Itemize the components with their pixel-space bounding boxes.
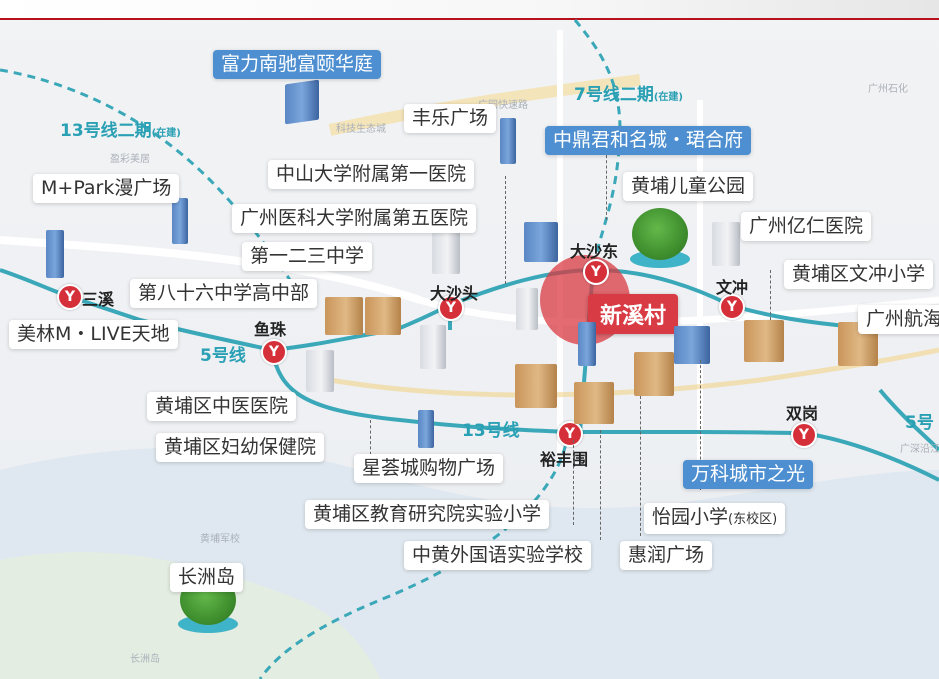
building-vanke-icon bbox=[674, 326, 710, 364]
station-sanxi[interactable]: 三溪 bbox=[82, 290, 115, 309]
leader-fuyou bbox=[370, 420, 371, 460]
building-fengle-icon bbox=[500, 118, 516, 164]
label-jiaoyu[interactable]: 黄埔区教育研究院实验小学 bbox=[305, 500, 550, 529]
label-yiyuan-main: 怡园小学 bbox=[652, 506, 729, 528]
huangpu-park-icon bbox=[632, 208, 688, 260]
line13-phase2-label: 13号线二期(在建) bbox=[60, 121, 181, 141]
label-zhongding[interactable]: 中鼎君和名城・珺合府 bbox=[545, 126, 752, 155]
building-zhongding-icon bbox=[524, 222, 558, 262]
poi-label-jinxing: 盈彩美居 bbox=[110, 154, 150, 165]
label-zhongshan[interactable]: 中山大学附属第一医院 bbox=[268, 160, 475, 189]
station-dashadong[interactable]: 大沙东 bbox=[570, 242, 619, 261]
road-label-guangyuan: 广园快速路 bbox=[478, 100, 528, 111]
metro-icon-dashatou[interactable] bbox=[438, 295, 464, 321]
metro-icon-yufengwei[interactable] bbox=[557, 421, 583, 447]
building-wenchong-school-icon bbox=[744, 320, 784, 362]
label-huirun[interactable]: 惠润广场 bbox=[620, 541, 713, 570]
building-xinghui-icon bbox=[578, 322, 596, 366]
label-gzhang[interactable]: 广州航海 bbox=[858, 305, 939, 334]
label-school86[interactable]: 第八十六中学高中部 bbox=[130, 279, 318, 308]
station-shuanggang[interactable]: 双岗 bbox=[786, 404, 819, 423]
poi-label-shihua: 广州石化 bbox=[868, 84, 908, 95]
label-mpark[interactable]: M+Park漫广场 bbox=[33, 174, 180, 203]
station-wenchong[interactable]: 文冲 bbox=[716, 278, 749, 297]
building-zhonghuang-icon bbox=[574, 382, 614, 424]
building-meilin-icon bbox=[46, 230, 64, 278]
label-fengle[interactable]: 丰乐广场 bbox=[404, 104, 497, 133]
label-gzmed5[interactable]: 广州医科大学附属第五医院 bbox=[232, 204, 477, 233]
building-fuli-icon bbox=[285, 79, 319, 125]
building-yiyuan-icon bbox=[634, 352, 674, 396]
station-yufengwei[interactable]: 裕丰围 bbox=[540, 450, 589, 469]
building-mpark-icon bbox=[172, 198, 188, 244]
poi-label-keji: 科技生态城 bbox=[336, 124, 386, 135]
building-school86-icon bbox=[325, 297, 363, 335]
building-zhongshan-hospital-icon bbox=[432, 230, 460, 274]
leader-zhongshan bbox=[505, 176, 506, 284]
label-xinghui[interactable]: 星荟城购物广场 bbox=[354, 454, 504, 483]
label-yiyuan[interactable]: 怡园小学(东校区) bbox=[644, 503, 786, 534]
building-jiaoyu-icon bbox=[515, 364, 557, 408]
poi-label-huangpu-school: 黄埔军校 bbox=[200, 534, 240, 545]
metro-icon-dashadong[interactable] bbox=[583, 259, 609, 285]
label-fuyou[interactable]: 黄埔区妇幼保健院 bbox=[156, 433, 325, 462]
leader-jiaoyu bbox=[573, 440, 574, 525]
label-vanke[interactable]: 万科城市之光 bbox=[683, 460, 814, 489]
poi-label-dongjiang: 广深沿江 bbox=[900, 444, 939, 455]
label-yiyuan-sub: (东校区) bbox=[728, 512, 778, 527]
station-yuzhu[interactable]: 鱼珠 bbox=[254, 320, 287, 339]
metro-icon-wenchong[interactable] bbox=[719, 294, 745, 320]
line13-label: 13号线 bbox=[462, 421, 520, 441]
station-dashatou[interactable]: 大沙头 bbox=[430, 284, 479, 303]
label-huangpu-kids-park[interactable]: 黄埔儿童公园 bbox=[623, 172, 754, 201]
poi-label-changzhou: 长洲岛 bbox=[130, 654, 160, 665]
metro-icon-shuanggang[interactable] bbox=[791, 422, 817, 448]
building-zhongyi-icon bbox=[420, 325, 446, 369]
metro-icon-yuzhu[interactable] bbox=[261, 339, 287, 365]
top-banner bbox=[0, 0, 939, 20]
building-fuyou-icon bbox=[306, 350, 334, 392]
label-fuli[interactable]: 富力南驰富颐华庭 bbox=[213, 50, 382, 79]
label-zhongyi[interactable]: 黄埔区中医医院 bbox=[147, 392, 297, 421]
xinxicun-tag[interactable]: 新溪村 bbox=[588, 294, 679, 334]
building-school123-icon bbox=[365, 297, 401, 335]
label-changzhou[interactable]: 长洲岛 bbox=[170, 563, 244, 592]
line5-right-label: 5号 bbox=[905, 413, 934, 433]
building-yiren-hospital-icon bbox=[712, 222, 740, 266]
line7-phase2-label: 7号线二期(在建) bbox=[574, 85, 683, 105]
label-school123[interactable]: 第一二三中学 bbox=[242, 242, 373, 271]
leader-zhonghuang bbox=[600, 430, 601, 540]
label-zhonghuang[interactable]: 中黄外国语实验学校 bbox=[404, 541, 592, 570]
building-gzmed5-icon bbox=[516, 288, 538, 330]
label-meilin[interactable]: 美林M・LIVE天地 bbox=[9, 320, 178, 349]
label-yiren[interactable]: 广州亿仁医院 bbox=[741, 212, 872, 241]
leader-huirun bbox=[640, 396, 641, 536]
label-wenchong-school[interactable]: 黄埔区文冲小学 bbox=[784, 260, 934, 289]
line5-label: 5号线 bbox=[200, 346, 246, 366]
leader-yiyuan bbox=[700, 360, 701, 490]
leader-wenchong-school bbox=[770, 270, 771, 320]
metro-icon-sanxi[interactable] bbox=[57, 284, 83, 310]
building-huirun-icon bbox=[418, 410, 434, 448]
leader-zhongding bbox=[606, 150, 607, 220]
